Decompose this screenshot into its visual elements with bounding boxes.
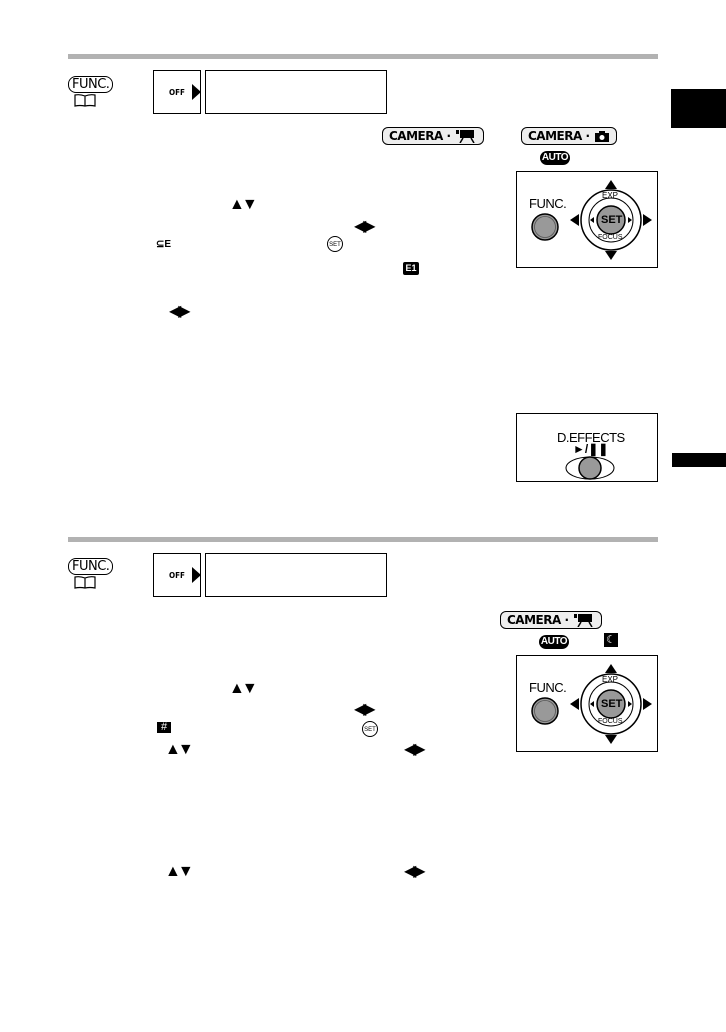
menu-setting-box <box>205 553 387 597</box>
auto-program-badge: AUTO <box>539 635 569 649</box>
digital-effect-icon: ⊆E <box>156 239 172 250</box>
still-camera-icon <box>594 130 609 142</box>
left-right-arrows-icon: ◀▶ <box>404 741 426 758</box>
func-button-label: FUNC. <box>68 76 114 93</box>
book-icon <box>74 576 96 589</box>
control-pad-graphic <box>531 180 652 260</box>
menu-icon-text: OFF <box>169 87 185 97</box>
control-pad-illustration: FUNC. EXP SET FOCUS <box>516 171 658 268</box>
play-pause-label: ►/❚❚ <box>573 442 609 456</box>
left-right-arrows-icon: ◀▶ <box>354 701 376 718</box>
mode-badge-label: CAMERA · <box>389 128 451 143</box>
menu-arrow-icon <box>192 84 201 100</box>
set-label: SET <box>601 698 623 710</box>
focus-label: FOCUS <box>598 718 623 725</box>
exp-label: EXP <box>602 191 619 200</box>
deffects-label: D.EFFECTS <box>557 430 625 445</box>
grid-icon: # <box>157 722 171 733</box>
mode-badge-label: CAMERA · <box>507 612 569 627</box>
movie-camera-icon <box>573 614 593 627</box>
book-icon <box>74 94 96 107</box>
func-label: FUNC. <box>529 196 567 211</box>
mode-badge-label: CAMERA · <box>528 128 590 143</box>
set-button-icon: SET <box>362 721 378 737</box>
func-label: FUNC. <box>529 680 567 695</box>
up-down-arrows-icon: ▲▼ <box>229 680 258 697</box>
night-mode-icon: ☾ <box>604 633 618 647</box>
camera-movie-mode-badge: CAMERA · <box>382 127 484 145</box>
auto-program-badge: AUTO <box>540 151 570 165</box>
left-right-arrows-icon: ◀▶ <box>354 218 376 235</box>
movie-camera-icon <box>455 130 475 143</box>
exp-label: EXP <box>602 675 619 684</box>
up-down-arrows-icon: ▲▼ <box>165 863 194 880</box>
camera-photo-mode-badge: CAMERA · <box>521 127 617 145</box>
chapter-tab-marker <box>671 89 726 128</box>
set-label: SET <box>601 214 623 226</box>
section-divider <box>68 537 658 542</box>
deffects-button-graphic <box>565 456 615 480</box>
menu-setting-box <box>205 70 387 114</box>
section-tab-marker <box>672 453 726 467</box>
up-down-arrows-icon: ▲▼ <box>229 196 258 213</box>
focus-label: FOCUS <box>598 234 623 241</box>
effect-e1-icon: E1 <box>403 262 419 275</box>
deffects-button-illustration: D.EFFECTS ►/❚❚ <box>516 413 658 482</box>
section-divider <box>68 54 658 59</box>
left-right-arrows-icon: ◀▶ <box>169 303 191 320</box>
camera-movie-mode-badge: CAMERA · <box>500 611 602 629</box>
func-button-label: FUNC. <box>68 558 114 575</box>
up-down-arrows-icon: ▲▼ <box>165 741 194 758</box>
menu-icon-text: OFF <box>169 570 185 580</box>
set-button-icon: SET <box>327 236 343 252</box>
left-right-arrows-icon: ◀▶ <box>404 863 426 880</box>
menu-arrow-icon <box>192 567 201 583</box>
control-pad-illustration: FUNC. EXP SET FOCUS <box>516 655 658 752</box>
control-pad-graphic <box>531 664 652 744</box>
